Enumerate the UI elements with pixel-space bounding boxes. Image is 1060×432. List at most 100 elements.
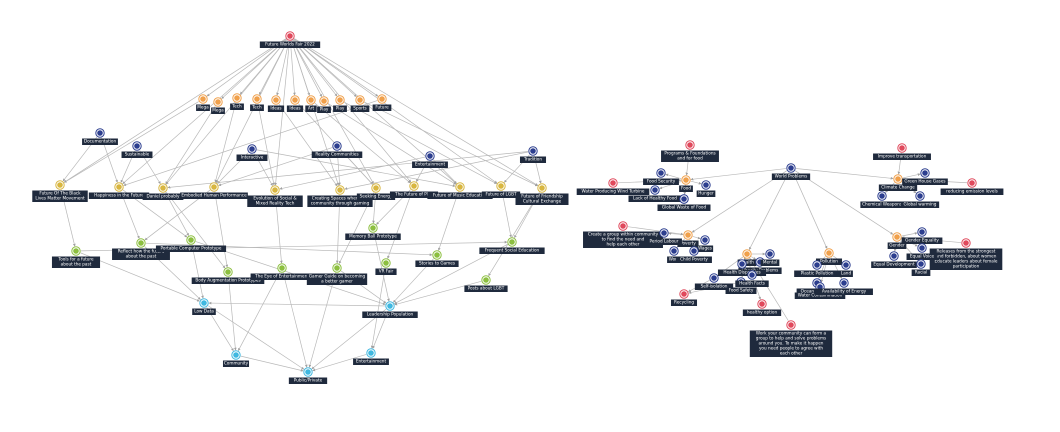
node-w21[interactable]: Health Facts: [735, 270, 769, 287]
node-y7[interactable]: Seeking Energy: [356, 183, 396, 200]
node-r4[interactable]: reducing emission levels: [940, 178, 1004, 195]
node-o1[interactable]: Mega: [196, 94, 210, 111]
node-o6[interactable]: Ideas: [286, 95, 304, 112]
node-root[interactable]: Future Worlds Fair 2022: [259, 31, 321, 48]
node-o9-label: Play: [336, 106, 345, 111]
node-r3[interactable]: Water Producing Wind Turbine: [576, 178, 650, 195]
node-w23[interactable]: Pollution: [815, 248, 843, 265]
node-n2[interactable]: Sustainable: [121, 141, 153, 158]
node-o2[interactable]: Mega: [211, 97, 225, 114]
node-n3[interactable]: Interactive: [236, 144, 268, 161]
node-w10[interactable]: Global warming: [900, 191, 940, 208]
edge-o9-y10: [344, 102, 498, 184]
node-g5[interactable]: The Eye of Entertainment: [250, 263, 314, 280]
node-g11[interactable]: Posts about LGBT: [464, 275, 508, 292]
node-g7[interactable]: Memory Ball Prototype: [345, 223, 401, 240]
node-w0[interactable]: World Problems: [771, 163, 811, 180]
node-n3-label: Interactive: [241, 155, 264, 160]
node-y10-icon: [498, 183, 504, 189]
node-w33[interactable]: Racial: [911, 259, 931, 276]
node-g9[interactable]: Stories to Games: [415, 250, 459, 267]
node-c2[interactable]: Leadership Population: [362, 301, 418, 318]
node-w15[interactable]: Child Poverty: [676, 246, 712, 263]
node-o8[interactable]: Play: [317, 96, 331, 113]
node-y8[interactable]: The Future of Play: [389, 181, 439, 198]
node-w8[interactable]: Green House Gases: [902, 168, 948, 185]
edge-root-o2: [221, 39, 287, 99]
node-w24[interactable]: Plastic Pollution: [794, 260, 840, 277]
node-w2-icon: [658, 170, 664, 176]
node-y10[interactable]: Future of LGBT: [481, 181, 521, 198]
node-o7[interactable]: Art: [305, 95, 317, 112]
node-y1-label-bg: [32, 190, 88, 202]
node-n6[interactable]: Tradition: [519, 146, 547, 163]
node-o4[interactable]: Tech: [250, 94, 264, 111]
node-c4[interactable]: Public/Private: [288, 367, 328, 384]
node-c4-icon: [305, 369, 311, 375]
node-w13[interactable]: Wages: [696, 235, 714, 252]
node-c3[interactable]: Community: [222, 350, 250, 367]
node-w6[interactable]: Global Waste of Food: [657, 194, 711, 211]
node-c5[interactable]: Entertainment: [353, 348, 389, 365]
node-y2[interactable]: Happiness in the Future: [88, 182, 150, 199]
node-w31[interactable]: Equal Voice: [906, 243, 938, 260]
node-n1[interactable]: Documentation: [82, 128, 118, 145]
node-w25[interactable]: Land: [839, 260, 853, 277]
node-n5[interactable]: Entertainment: [412, 151, 448, 168]
node-w16[interactable]: Health: [737, 249, 757, 266]
node-y3[interactable]: Daniel probably: [142, 183, 184, 200]
node-w30[interactable]: Gender Equality: [901, 227, 943, 244]
node-w32[interactable]: Equal Development: [871, 251, 917, 268]
node-o10[interactable]: Sports: [350, 95, 370, 112]
node-w4[interactable]: Lack of Healthy Food: [628, 185, 682, 202]
edge-n6-y6: [344, 151, 529, 190]
node-w22[interactable]: Mental: [760, 249, 780, 266]
node-o3[interactable]: Tech: [230, 93, 244, 110]
node-w19[interactable]: Self-isolation: [694, 273, 734, 290]
node-w2[interactable]: Food Security: [643, 168, 679, 185]
node-g8[interactable]: VR Fair: [375, 258, 397, 275]
node-w1[interactable]: Food: [679, 175, 693, 192]
node-y9[interactable]: Future of Music Education: [427, 182, 493, 199]
node-o9[interactable]: Play: [333, 95, 347, 112]
edge-g5-c3: [238, 272, 280, 351]
node-y4[interactable]: Embodied Human Performance: [180, 182, 248, 199]
node-y5-icon: [272, 187, 278, 193]
node-w7[interactable]: Climate Change: [878, 174, 918, 191]
node-w3[interactable]: Hunger: [696, 180, 716, 197]
node-w29[interactable]: Gender: [887, 232, 907, 249]
node-r2[interactable]: Improve transportation: [873, 143, 931, 160]
node-w28[interactable]: Availability of Energy: [815, 278, 873, 295]
node-g4[interactable]: Body Augmentation Prototypes: [191, 267, 265, 284]
node-o11[interactable]: Future: [372, 94, 392, 111]
node-w12[interactable]: Period Labour: [646, 228, 682, 245]
node-g10[interactable]: Frequent Social Education: [479, 237, 545, 254]
node-w14-label-bg: [667, 256, 681, 263]
node-o6-label: Ideas: [289, 106, 300, 111]
node-o8-icon: [321, 98, 327, 104]
node-w11[interactable]: Poverty: [677, 230, 699, 247]
node-g3[interactable]: Portable Computer Prototype: [155, 235, 227, 252]
node-o5[interactable]: Ideas: [267, 95, 285, 112]
node-r7[interactable]: Recycling: [670, 289, 698, 306]
node-o10-label: Sports: [353, 106, 366, 111]
node-w27-label-bg: [794, 292, 846, 299]
node-r8[interactable]: healthy option: [742, 299, 782, 316]
node-w9[interactable]: Chemical Weapons: [860, 191, 904, 208]
node-y5[interactable]: Evolution of Social &Mixed Reality Tech: [247, 185, 303, 207]
edge-g6-c4: [308, 272, 336, 368]
node-w14[interactable]: Work: [667, 246, 681, 263]
node-c1[interactable]: Low Data: [192, 298, 216, 315]
node-w18[interactable]: Health Disparities: [717, 259, 767, 276]
node-n4[interactable]: Reality Communities: [311, 141, 363, 158]
